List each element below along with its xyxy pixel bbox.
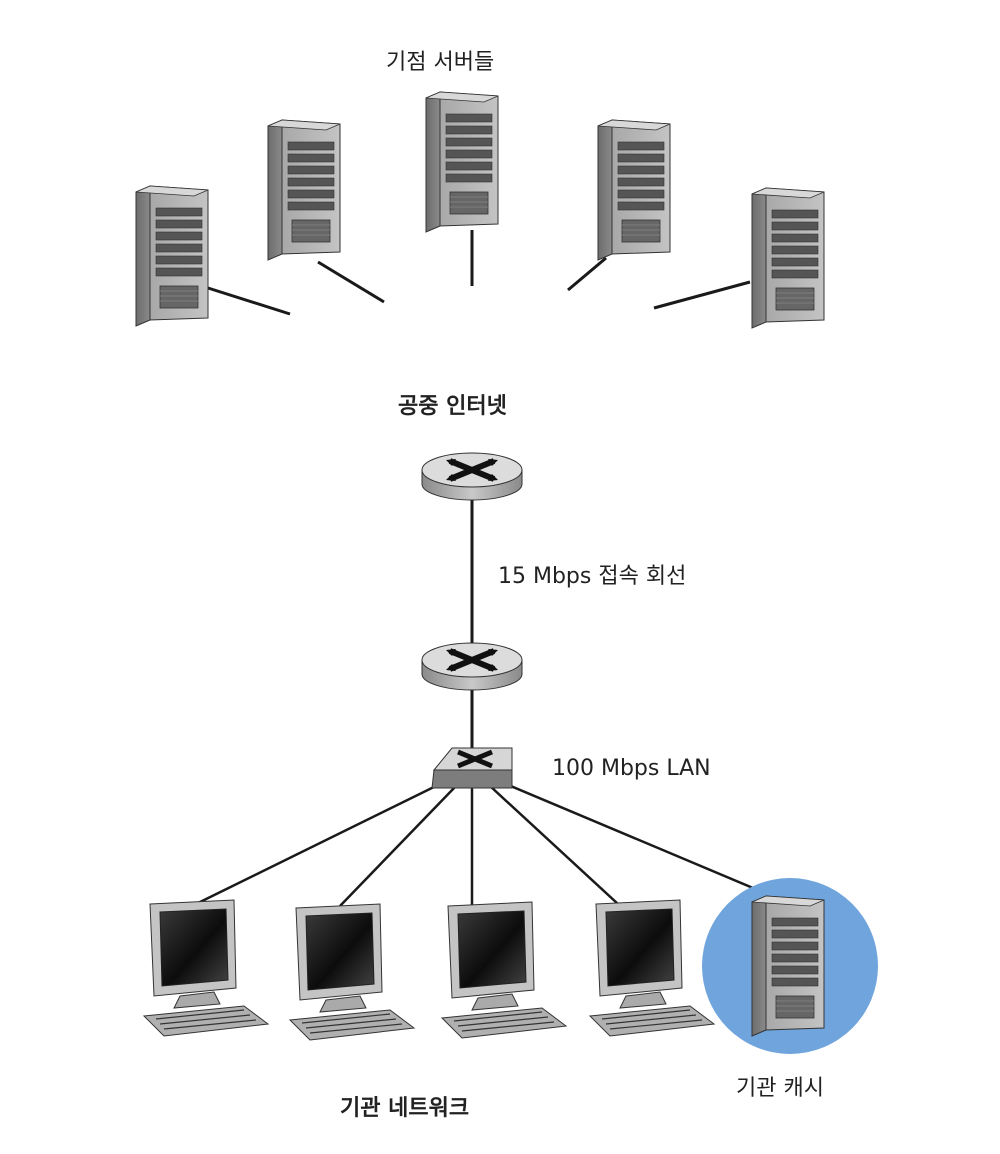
host-pc-1-icon: [143, 899, 269, 1037]
origin-server-5-icon: [751, 187, 825, 329]
lan-switch-icon: [431, 747, 513, 789]
lan-links: [195, 782, 773, 907]
host-pc-4-icon: [589, 899, 715, 1037]
access-link-label: 15 Mbps 접속 회선: [498, 564, 687, 589]
host-pc-2-icon: [289, 903, 415, 1041]
host-pc-3-icon: [441, 901, 567, 1039]
institutional-network-label: 기관 네트워크: [340, 1096, 470, 1121]
institutional-cache-label: 기관 캐시: [736, 1076, 824, 1101]
origin-server-1-icon: [135, 185, 209, 327]
origin-servers-label: 기점 서버들: [386, 50, 495, 75]
lan-label: 100 Mbps LAN: [552, 756, 711, 781]
origin-server-4-icon: [597, 119, 671, 261]
edge-router-internet-icon: [422, 453, 522, 500]
server-links: [207, 230, 751, 316]
origin-server-2-icon: [267, 119, 341, 261]
public-internet-label: 공중 인터넷: [398, 394, 507, 419]
cache-server-icon: [751, 895, 825, 1037]
institution-router-icon: [422, 643, 522, 690]
origin-server-3-icon: [425, 91, 499, 233]
